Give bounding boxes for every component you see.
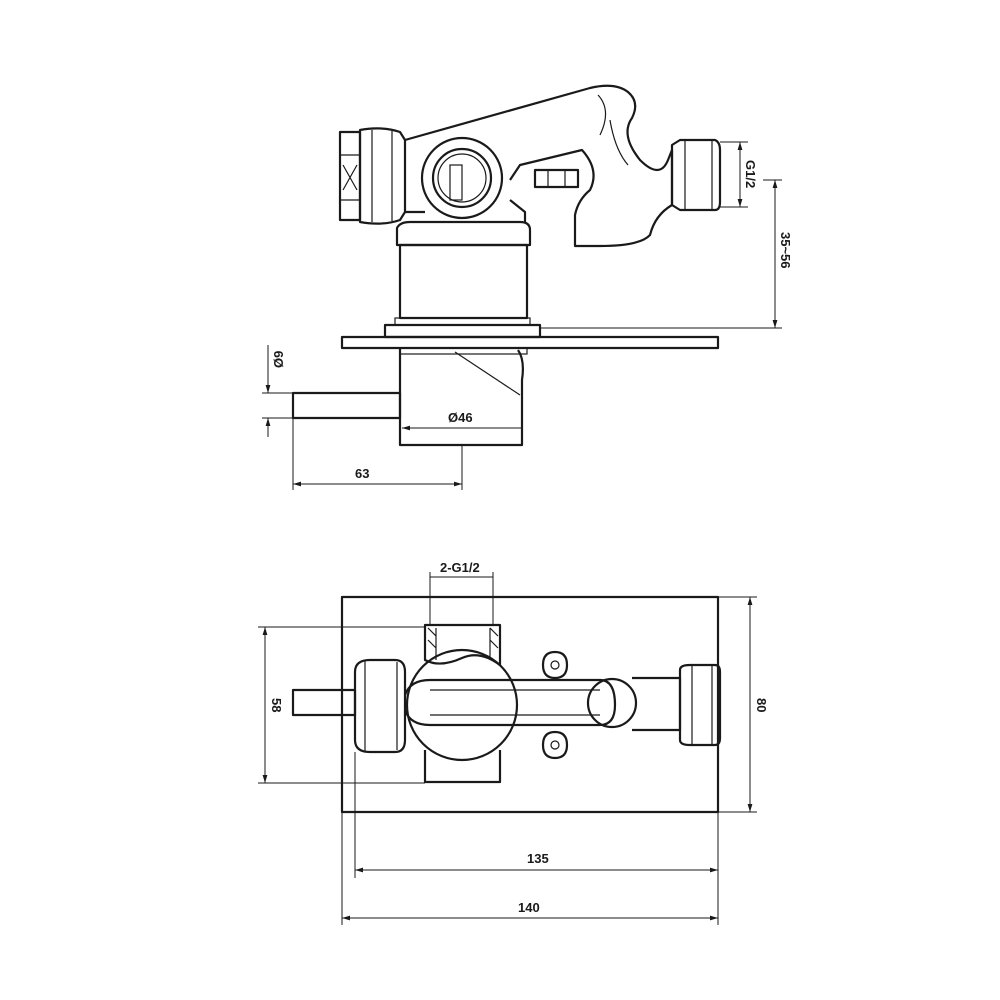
label-body-diameter: Ø46 [448, 410, 473, 425]
lever-plan [291, 688, 357, 717]
lever [291, 391, 402, 420]
pipe [403, 678, 617, 727]
body-circle [405, 648, 519, 762]
label-plate-width: 140 [518, 900, 540, 915]
body-cap [395, 220, 532, 247]
label-wall-depth: 35~56 [778, 232, 793, 269]
label-g12: G1/2 [743, 160, 758, 188]
dimension-body-height: 58 [258, 626, 425, 784]
dimension-lever-length: 63 [292, 418, 463, 490]
label-plate-height: 80 [754, 698, 769, 712]
flange-ring [383, 323, 542, 339]
nut-right-plan [678, 663, 722, 747]
label-outlets: 2-G1/2 [440, 560, 480, 575]
dimension-outlets: 2-G1/2 [429, 560, 494, 625]
screw-bottom [541, 730, 569, 760]
dimension-plate-height: 80 [718, 596, 769, 813]
label-lever-diameter: Ø9 [271, 351, 286, 368]
label-body-width: 135 [527, 851, 549, 866]
plan-view [291, 595, 722, 814]
nut-left [358, 127, 407, 225]
dimension-body-width: 135 [354, 752, 719, 878]
outlet-port [420, 136, 504, 220]
body-cylinder [398, 243, 529, 320]
dimension-body-diameter: Ø46 [402, 410, 522, 431]
nut-right [670, 138, 722, 212]
lower-body [398, 348, 524, 447]
wall-plate [340, 335, 720, 350]
slot [533, 168, 580, 189]
outlet-top [423, 623, 502, 667]
cartridge-circle [586, 677, 638, 729]
dimension-wall-depth: 35~56 [540, 179, 793, 329]
hex-nut-left [338, 130, 362, 222]
plate-outline [340, 595, 720, 814]
label-lever-length: 63 [355, 466, 369, 481]
dimension-plate-width: 140 [341, 812, 719, 925]
dimension-lever-diameter: Ø9 [262, 345, 293, 437]
dimension-g12: G1/2 [720, 141, 758, 208]
outlet-bottom [423, 750, 502, 784]
label-body-height: 58 [269, 698, 284, 712]
side-elevation-view [291, 84, 722, 447]
screw-top [541, 650, 569, 680]
